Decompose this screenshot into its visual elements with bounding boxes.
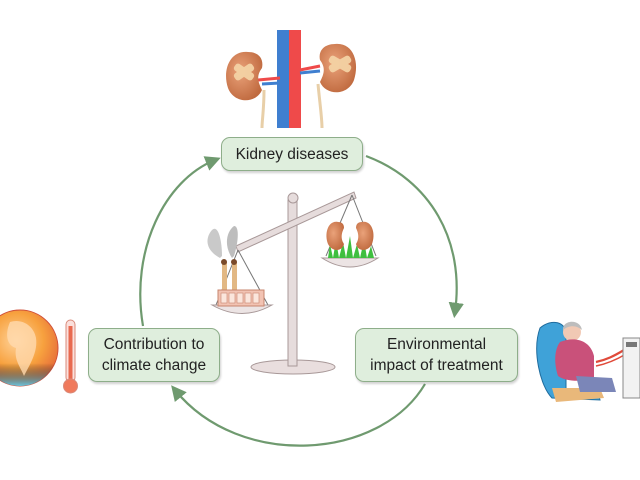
node-label-line-2: impact of treatment <box>370 357 503 374</box>
node-environmental-impact: Environmental impact of treatment <box>355 328 518 382</box>
factory-icon <box>207 226 265 307</box>
node-label-line-1: Contribution to <box>103 336 205 353</box>
cycle-arrows <box>139 154 464 447</box>
arrow-env-to-climate <box>171 383 426 447</box>
kidneys-on-grass-icon <box>326 221 374 258</box>
earth-globe-icon <box>0 309 59 387</box>
node-label: Kidney diseases <box>235 145 349 163</box>
node-kidney-diseases: Kidney diseases <box>221 137 363 171</box>
node-label-line-2: climate change <box>101 357 207 374</box>
node-label-line-1: Environmental <box>386 336 487 353</box>
balance-scale <box>207 191 380 375</box>
node-climate-contribution: Contribution to climate change <box>88 328 220 382</box>
kidneys-illustration <box>226 30 357 129</box>
dialysis-patient-icon <box>536 321 640 402</box>
thermometer-icon <box>63 319 78 394</box>
arrow-kidney-to-env <box>365 154 464 319</box>
arrow-climate-to-kidney <box>139 156 221 327</box>
